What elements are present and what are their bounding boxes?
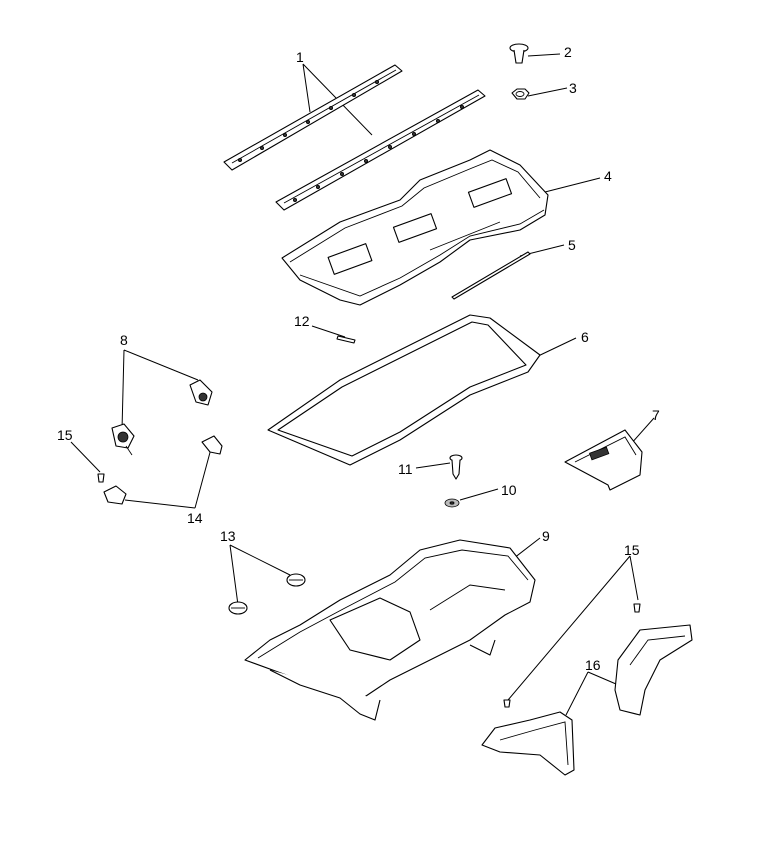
part-13-plug-right: [286, 573, 306, 587]
part-11-screw: [449, 454, 463, 480]
part-1-gasket-strip-right: [275, 89, 486, 211]
part-9-oil-pan: [244, 539, 536, 721]
part-14-bracket-upper: [201, 435, 223, 455]
callout-13: 13: [220, 528, 236, 544]
callout-1: 1: [296, 49, 304, 65]
part-12-pin: [336, 335, 356, 344]
part-8-sensor-lower: [111, 423, 135, 456]
part-15-bolt-left: [97, 473, 105, 483]
part-13-plug-left: [228, 601, 248, 615]
part-2-bolt: [509, 43, 529, 64]
callout-10: 10: [501, 482, 517, 498]
part-15-bolt-lower: [503, 699, 511, 708]
part-15-bolt-right: [633, 603, 641, 613]
part-14-bracket-lower: [103, 485, 127, 505]
callout-9: 9: [542, 528, 550, 544]
part-16-shield-left: [481, 711, 575, 776]
part-3-nut: [511, 88, 530, 100]
callout-3: 3: [569, 80, 577, 96]
callout-5: 5: [568, 237, 576, 253]
part-16-shield-right: [614, 624, 693, 716]
callout-15-right: 15: [624, 542, 640, 558]
callout-16: 16: [585, 657, 601, 673]
part-10-washer: [444, 498, 460, 508]
callout-4: 4: [604, 168, 612, 184]
part-7-cover-plate: [564, 429, 643, 491]
callout-8: 8: [120, 332, 128, 348]
callout-14: 14: [187, 510, 203, 526]
callout-15-left: 15: [57, 427, 73, 443]
callout-2: 2: [564, 44, 572, 60]
part-4-baffle-tray: [281, 149, 549, 306]
callout-7: 7: [652, 407, 660, 423]
part-8-sensor-upper: [189, 379, 213, 406]
callout-12: 12: [294, 313, 310, 329]
part-5-rod: [451, 251, 531, 300]
callout-11: 11: [398, 461, 413, 477]
part-6-oil-pan-gasket: [267, 314, 541, 466]
callout-6: 6: [581, 329, 589, 345]
part-1-gasket-strip-left: [223, 64, 403, 171]
